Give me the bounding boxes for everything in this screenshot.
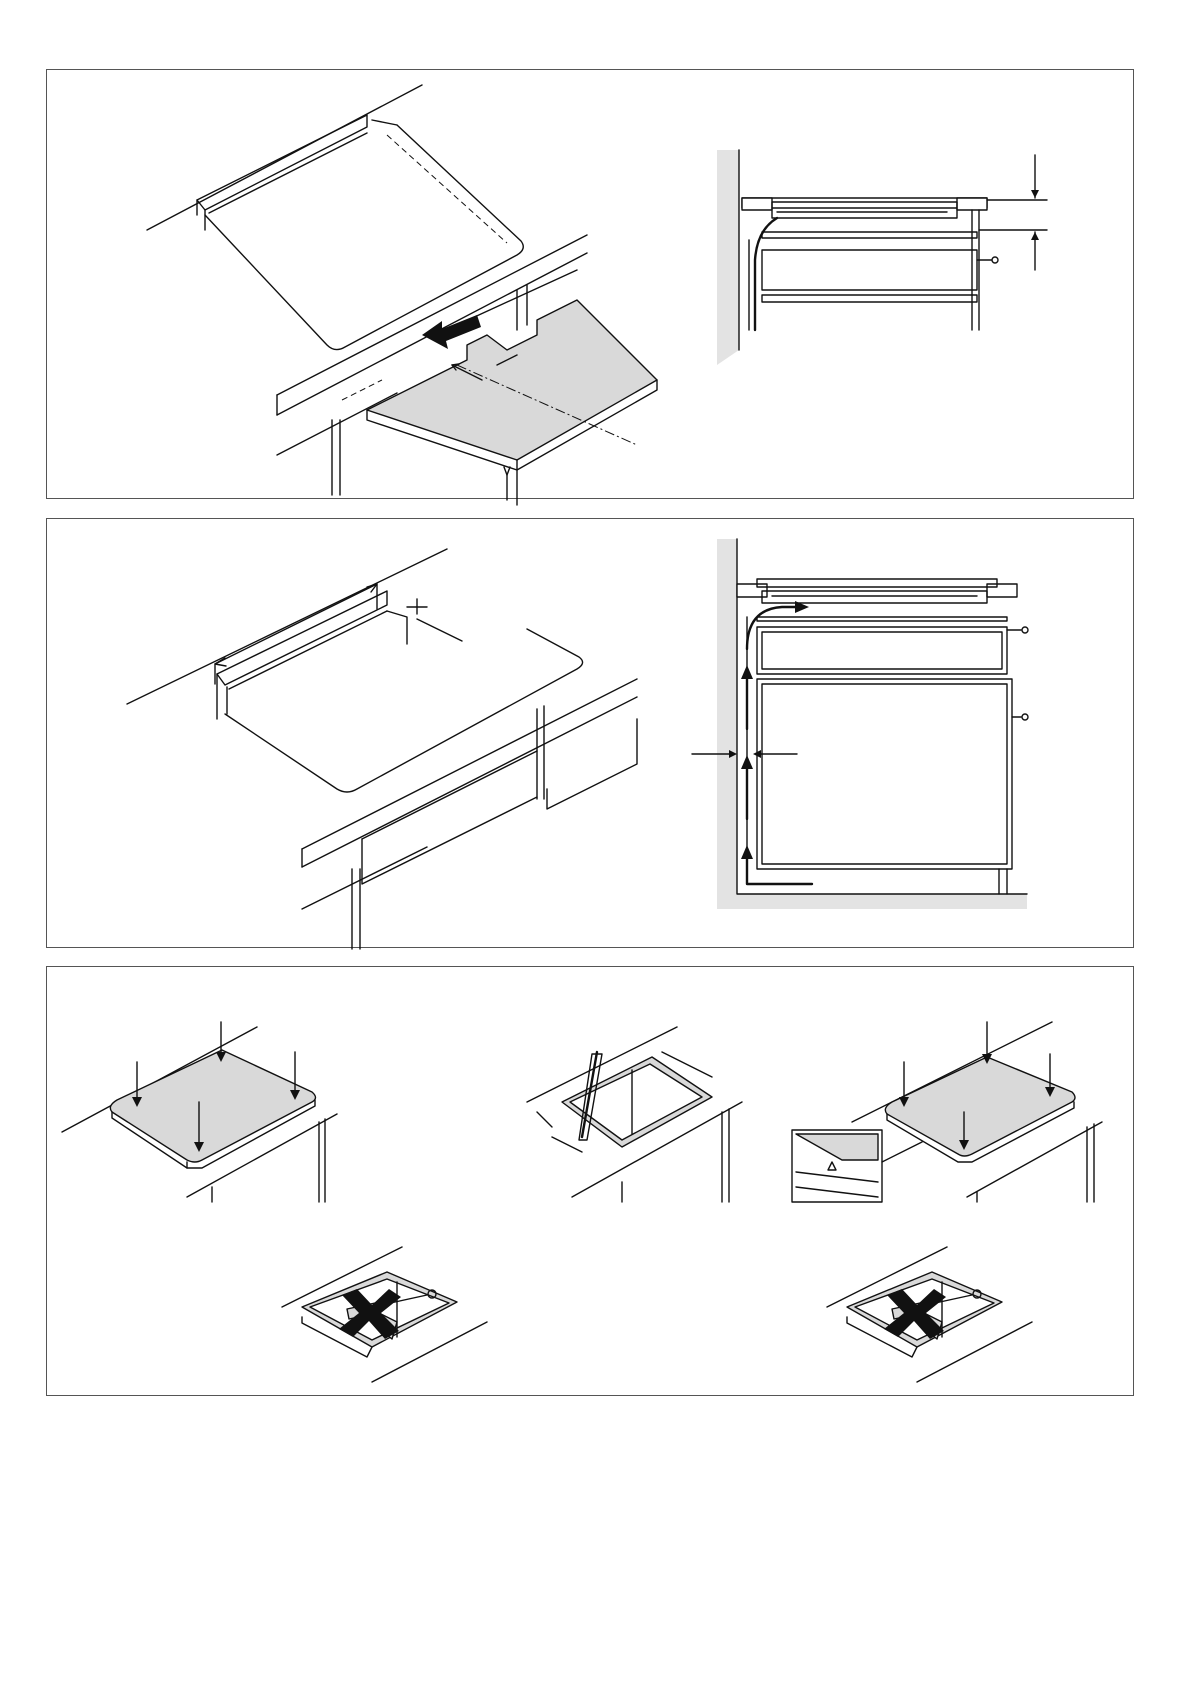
cutout-dimensions-figure: [107, 549, 647, 949]
hob-glass: [110, 1050, 315, 1162]
seal-cutout-edge-figure: [522, 1022, 822, 1202]
arrow-icon: [741, 845, 753, 859]
wall: [717, 150, 739, 365]
side-section-with-oven-ventilation-figure: [687, 529, 1107, 949]
instruction-panel-1: [46, 69, 1134, 499]
do-not-use-screwdriver-right-figure: [822, 1247, 1042, 1397]
fill-plate: [367, 300, 657, 460]
arrow-icon: [741, 665, 753, 679]
arrow-icon: [741, 755, 753, 769]
side-section-with-drawer-figure: [717, 150, 1047, 370]
do-not-use-screwdriver-left-figure: [277, 1247, 497, 1397]
instruction-panel-2: [46, 518, 1134, 948]
instruction-panel-3: [46, 966, 1134, 1396]
hob-cutout-with-fill-plate-figure: [97, 75, 717, 495]
press-hob-with-detail-figure: [792, 1022, 1132, 1202]
press-hob-into-place-figure: [57, 1022, 377, 1202]
